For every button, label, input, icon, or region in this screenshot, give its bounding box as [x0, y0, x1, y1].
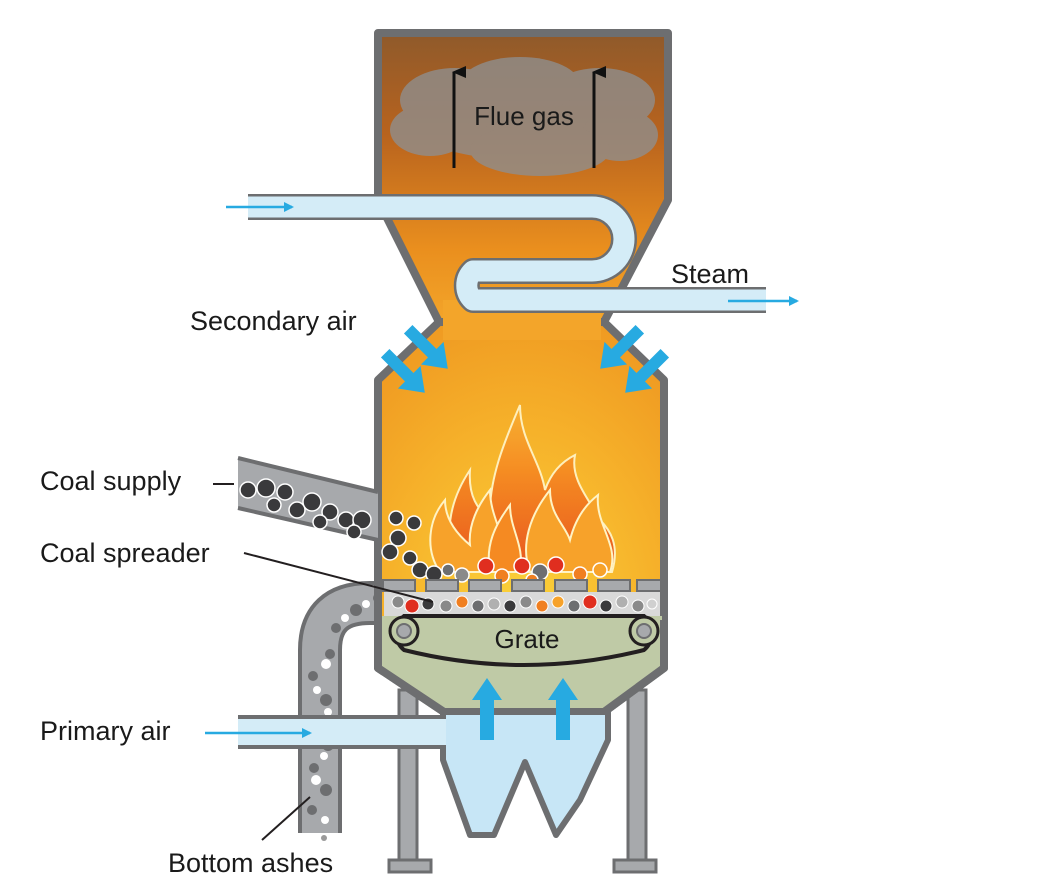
primary-air-arrows: [472, 678, 578, 740]
primary-air-hopper: [440, 709, 611, 838]
coal-supply-label: Coal supply: [40, 466, 182, 496]
grate-roller-left: [388, 615, 420, 647]
coal-spreader-leader: [243, 552, 434, 603]
water-steam-pipe: [248, 194, 766, 313]
grate-roller-right: [628, 615, 660, 647]
grate-coal-bed: [384, 592, 660, 616]
coal-spreader-label: Coal spreader: [40, 538, 210, 568]
grate-plates: [382, 579, 662, 592]
bottom-ashes-leader: [261, 796, 311, 841]
secondary-air-arrows: [380, 324, 670, 393]
grate-label: Grate: [494, 624, 559, 654]
primary-air-label: Primary air: [40, 716, 171, 746]
steam-label: Steam: [671, 259, 749, 289]
flue-gas-arrows: [452, 66, 606, 168]
flue-gas-label: Flue gas: [474, 101, 574, 131]
coal-pieces: [239, 478, 470, 583]
flames: [429, 404, 616, 573]
secondary-air-label: Secondary air: [190, 306, 357, 336]
bottom-ashes-label: Bottom ashes: [168, 848, 333, 878]
flue-gas-cloud: [390, 57, 658, 176]
primary-air-duct: [238, 715, 446, 749]
